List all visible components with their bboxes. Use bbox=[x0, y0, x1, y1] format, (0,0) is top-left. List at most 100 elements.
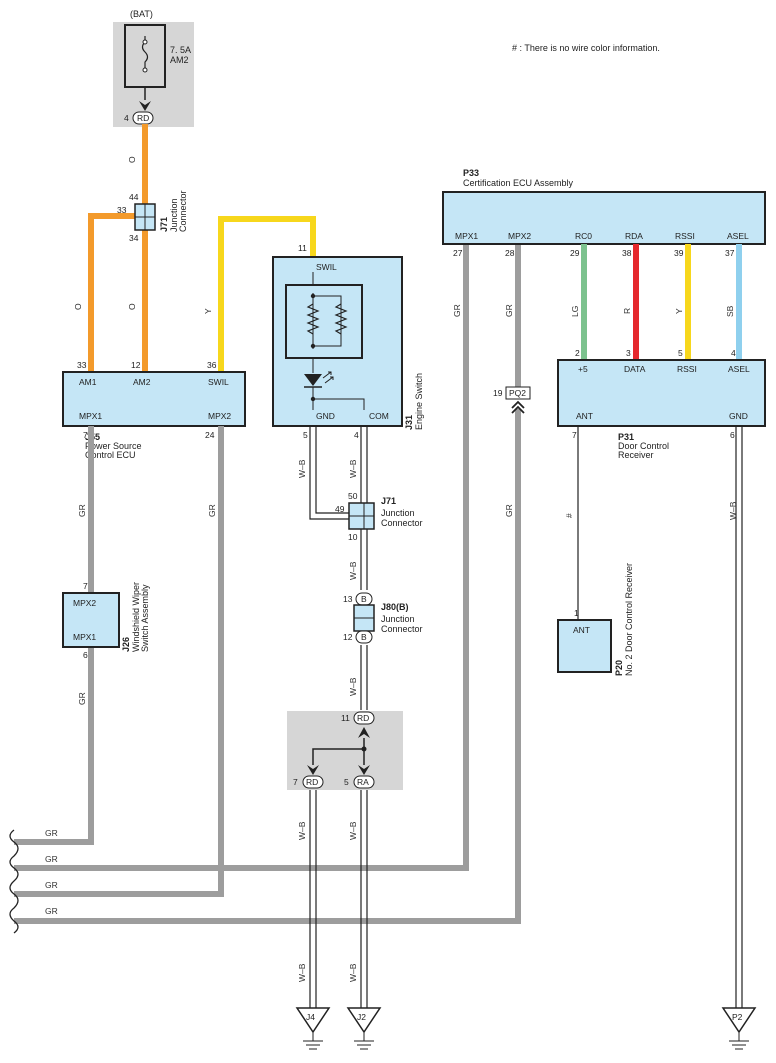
svg-text:GR: GR bbox=[504, 304, 514, 317]
connector-chevron-icon bbox=[511, 400, 525, 414]
svg-text:DATA: DATA bbox=[624, 364, 646, 374]
svg-text:RD: RD bbox=[137, 113, 149, 123]
svg-text:2: 2 bbox=[575, 348, 580, 358]
j80-code: J80(B) bbox=[381, 602, 409, 612]
svg-text:GR: GR bbox=[207, 504, 217, 517]
resistor-icon bbox=[334, 303, 348, 335]
pq2-connector bbox=[505, 386, 531, 400]
p20-code: P20 bbox=[614, 660, 624, 676]
svg-text:3: 3 bbox=[626, 348, 631, 358]
svg-text:Connector: Connector bbox=[178, 190, 188, 232]
svg-text:7: 7 bbox=[83, 581, 88, 591]
svg-text:J2: J2 bbox=[357, 1012, 366, 1022]
svg-text:33: 33 bbox=[117, 205, 127, 215]
svg-text:GR: GR bbox=[77, 504, 87, 517]
svg-text:W–B: W–B bbox=[348, 561, 358, 580]
svg-text:GR: GR bbox=[452, 304, 462, 317]
svg-text:ANT: ANT bbox=[576, 411, 593, 421]
svg-text:33: 33 bbox=[77, 360, 87, 370]
svg-text:W–B: W–B bbox=[348, 821, 358, 840]
wire-break-icon bbox=[9, 829, 19, 934]
svg-text:24: 24 bbox=[205, 430, 215, 440]
ground-j2: J2 bbox=[346, 1007, 382, 1050]
svg-text:No. 2 Door Control Receiver: No. 2 Door Control Receiver bbox=[624, 563, 634, 676]
svg-text:MPX2: MPX2 bbox=[208, 411, 231, 421]
svg-text:+5: +5 bbox=[578, 364, 588, 374]
svg-text:MPX2: MPX2 bbox=[73, 598, 96, 608]
wire-o-group bbox=[88, 124, 148, 372]
svg-text:36: 36 bbox=[207, 360, 217, 370]
svg-text:4: 4 bbox=[731, 348, 736, 358]
fuse-terminal-top bbox=[142, 39, 148, 45]
svg-text:SWIL: SWIL bbox=[208, 377, 229, 387]
svg-text:Engine Switch: Engine Switch bbox=[414, 373, 424, 430]
wire-wb-group bbox=[309, 426, 743, 1008]
svg-text:W–B: W–B bbox=[348, 459, 358, 478]
svg-text:W–B: W–B bbox=[297, 963, 307, 982]
fuse-name: AM2 bbox=[170, 55, 189, 65]
ground-triangle-icon bbox=[721, 1007, 757, 1034]
svg-text:RDA: RDA bbox=[625, 231, 643, 241]
svg-text:11: 11 bbox=[341, 713, 350, 723]
svg-text:LG: LG bbox=[570, 306, 580, 317]
ground-triangle-icon bbox=[346, 1007, 382, 1034]
svg-text:GR: GR bbox=[45, 906, 58, 916]
ground-j4: J4 bbox=[295, 1007, 331, 1050]
svg-text:W–B: W–B bbox=[348, 677, 358, 696]
svg-text:SB: SB bbox=[725, 305, 735, 317]
svg-text:29: 29 bbox=[570, 248, 580, 258]
fuse-icon bbox=[141, 36, 149, 70]
svg-text:Door Control: Door Control bbox=[618, 441, 669, 451]
svg-text:28: 28 bbox=[505, 248, 515, 258]
svg-text:5: 5 bbox=[303, 430, 308, 440]
ground-p2: P2 bbox=[721, 1007, 757, 1050]
ra-connector-5 bbox=[353, 775, 375, 789]
p20-door-control-receiver bbox=[557, 619, 612, 673]
j55-power-source-ecu bbox=[62, 371, 246, 427]
resistor-icon bbox=[306, 303, 320, 335]
svg-text:4: 4 bbox=[354, 430, 359, 440]
svg-text:11: 11 bbox=[298, 243, 307, 253]
svg-text:7: 7 bbox=[83, 430, 88, 440]
j31-engine-switch bbox=[272, 256, 403, 427]
svg-text:R: R bbox=[622, 308, 632, 314]
j80-b-connector-12 bbox=[355, 630, 373, 644]
svg-text:RC0: RC0 bbox=[575, 231, 592, 241]
svg-text:AM2: AM2 bbox=[133, 377, 151, 387]
j71-mid-code: J71 bbox=[381, 496, 396, 506]
svg-text:RA: RA bbox=[357, 777, 369, 787]
rd-connector-7 bbox=[302, 775, 324, 789]
p31-door-control-receiver bbox=[557, 359, 766, 427]
svg-text:Receiver: Receiver bbox=[618, 450, 654, 460]
svg-text:Certification ECU Assembly: Certification ECU Assembly bbox=[463, 178, 574, 188]
svg-text:1: 1 bbox=[574, 608, 579, 618]
fuse-terminal-bottom bbox=[142, 67, 148, 73]
svg-text:Windshield Wiper: Windshield Wiper bbox=[131, 582, 141, 652]
svg-text:ASEL: ASEL bbox=[728, 364, 750, 374]
p31-code: P31 bbox=[618, 432, 634, 442]
connector-arrow-icon bbox=[358, 765, 370, 775]
svg-text:49: 49 bbox=[335, 504, 345, 514]
svg-text:GND: GND bbox=[316, 411, 335, 421]
svg-text:7: 7 bbox=[293, 777, 298, 787]
svg-text:Connector: Connector bbox=[381, 624, 423, 634]
rd-connector-11 bbox=[353, 711, 375, 725]
svg-text:GR: GR bbox=[77, 692, 87, 705]
svg-text:B: B bbox=[361, 594, 367, 604]
battery-fuse-area bbox=[113, 22, 194, 127]
svg-text:GR: GR bbox=[45, 828, 58, 838]
svg-text:PQ2: PQ2 bbox=[509, 388, 526, 398]
wire-y-swil bbox=[218, 216, 316, 372]
engine-switch-inner bbox=[285, 284, 363, 359]
svg-text:6: 6 bbox=[83, 650, 88, 660]
svg-text:Switch Assembly: Switch Assembly bbox=[140, 584, 150, 652]
svg-text:MPX1: MPX1 bbox=[73, 632, 96, 642]
j71-top-code: J71 bbox=[159, 217, 169, 232]
svg-text:12: 12 bbox=[343, 632, 353, 642]
svg-text:RSSI: RSSI bbox=[675, 231, 695, 241]
svg-text:4: 4 bbox=[124, 113, 129, 123]
p33-certification-ecu bbox=[442, 191, 766, 245]
svg-text:34: 34 bbox=[129, 233, 139, 243]
svg-text:AM1: AM1 bbox=[79, 377, 97, 387]
svg-text:RSSI: RSSI bbox=[677, 364, 697, 374]
